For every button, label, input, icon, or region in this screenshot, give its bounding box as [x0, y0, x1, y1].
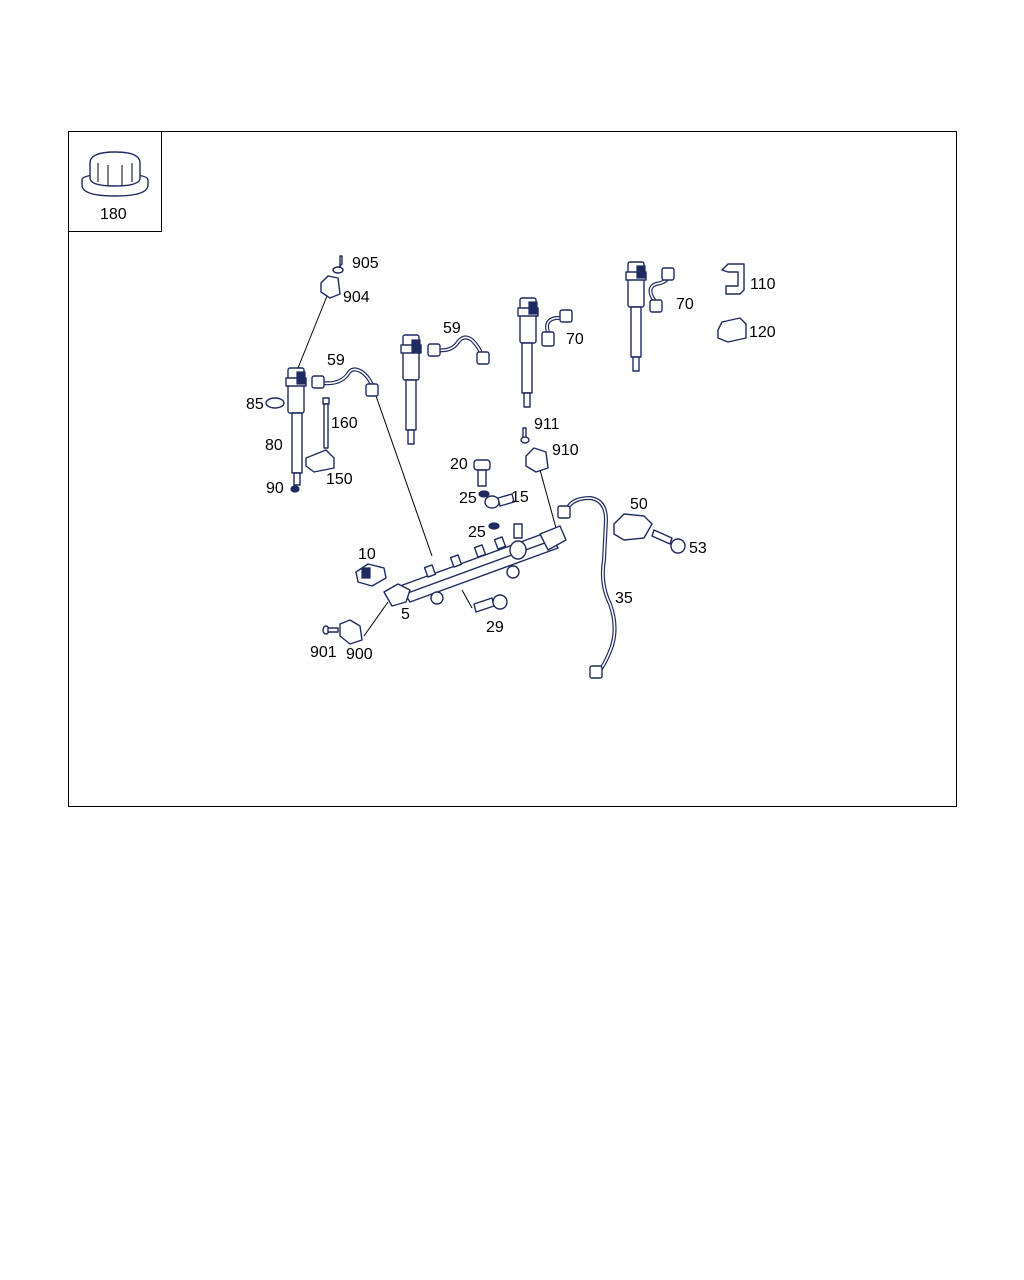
callout-150: 150 [326, 471, 353, 488]
callout-20: 20 [450, 456, 468, 473]
cap-904 [320, 275, 341, 299]
callout-50: 50 [630, 496, 648, 513]
callout-29: 29 [486, 619, 504, 636]
callout-5: 5 [401, 606, 410, 623]
bracket-150 [305, 449, 335, 473]
legend-box [68, 131, 162, 232]
cap-910 [525, 447, 549, 473]
callout-59-left: 59 [327, 352, 345, 369]
callout-10: 10 [358, 546, 376, 563]
fuel-rail-5 [399, 523, 567, 605]
washer-90 [290, 485, 300, 493]
bracket-110 [721, 263, 745, 295]
seal-ring-85 [265, 397, 285, 409]
bolt-53 [651, 529, 686, 554]
callout-901: 901 [310, 644, 337, 661]
plug-905 [332, 255, 344, 274]
callout-85: 85 [246, 396, 264, 413]
callout-35: 35 [615, 590, 633, 607]
clamp-50 [613, 513, 653, 541]
pipe-59-right [427, 335, 490, 365]
injector-4 [625, 261, 647, 372]
injector-3 [517, 297, 539, 408]
injector-2 [400, 334, 422, 445]
callout-120: 120 [749, 324, 776, 341]
callout-25-lower: 25 [468, 524, 486, 541]
callout-53: 53 [689, 540, 707, 557]
callout-905: 905 [352, 255, 379, 272]
callout-110: 110 [750, 276, 776, 293]
callout-910: 910 [552, 442, 579, 459]
pipe-70-right [648, 267, 675, 313]
washer-25-lower [488, 522, 500, 530]
bolt-29 [473, 594, 508, 613]
cap-900 [339, 619, 363, 645]
rail-end-connector [383, 583, 411, 607]
stud-160 [322, 397, 330, 449]
banjo-bolt-20 [473, 459, 491, 487]
callout-904: 904 [343, 289, 370, 306]
clamp-120 [717, 317, 747, 343]
callout-90: 90 [266, 480, 284, 497]
callout-25-upper: 25 [459, 490, 477, 507]
fitting-15 [484, 493, 515, 509]
legend-label: 180 [100, 206, 127, 223]
callout-70-right: 70 [676, 296, 694, 313]
pipe-70-left [541, 309, 573, 347]
callout-911: 911 [534, 416, 560, 433]
cap-icon [81, 151, 149, 197]
pipe-59-left [311, 367, 379, 397]
plug-901 [322, 625, 339, 635]
callout-900: 900 [346, 646, 373, 663]
washer-25-upper [478, 490, 490, 498]
callout-15: 15 [511, 489, 529, 506]
fuel-line-35 [557, 495, 617, 679]
callout-70-left: 70 [566, 331, 584, 348]
callout-160: 160 [331, 415, 358, 432]
injector-80 [285, 367, 307, 486]
diagram-frame [68, 131, 957, 807]
plug-911 [520, 427, 530, 444]
callout-80: 80 [265, 437, 283, 454]
sensor-10 [355, 563, 387, 587]
callout-59-right: 59 [443, 320, 461, 337]
